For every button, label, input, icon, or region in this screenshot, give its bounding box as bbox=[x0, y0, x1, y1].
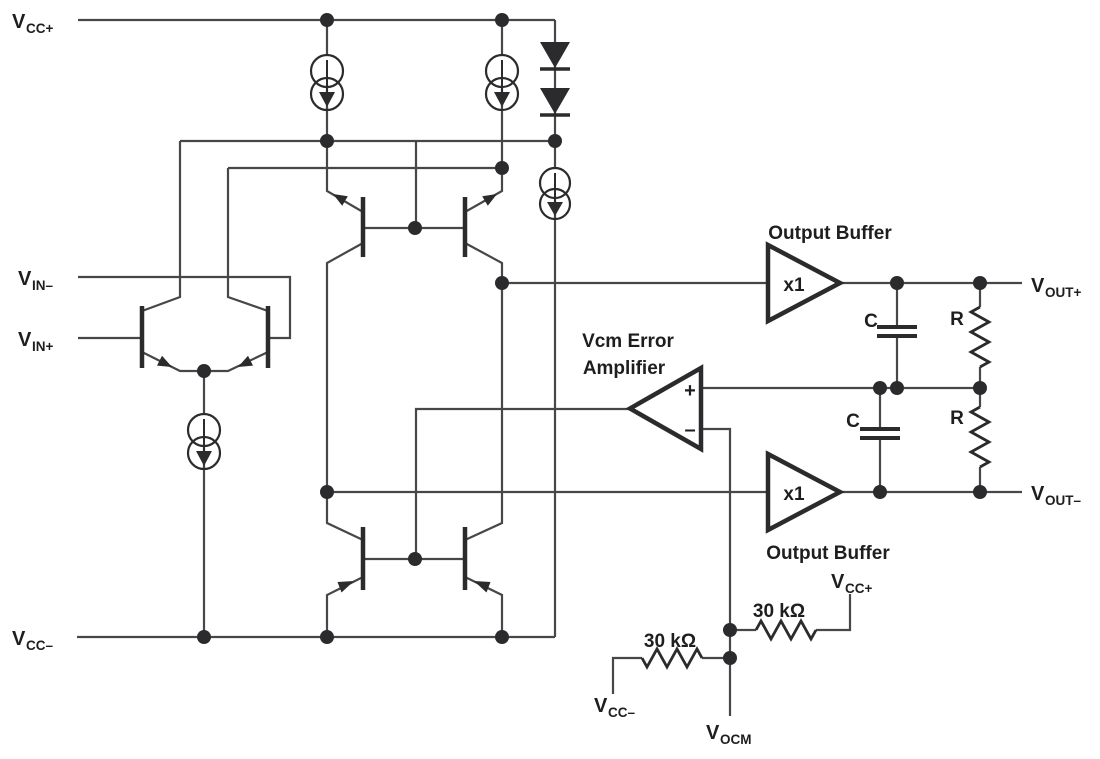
right-gain-column bbox=[464, 242, 504, 541]
r30k-left-zigzag bbox=[640, 646, 704, 670]
vin-minus-sub: IN– bbox=[32, 278, 54, 293]
emitter-arrow bbox=[238, 355, 253, 367]
capacitors bbox=[860, 325, 917, 440]
res-top-zigzag bbox=[968, 305, 992, 369]
current-source-4 bbox=[186, 412, 222, 471]
vin-plus-sub: IN+ bbox=[32, 339, 54, 354]
resistors bbox=[640, 305, 992, 670]
left-gain-column bbox=[325, 242, 364, 541]
vcm-plus-input-label: + bbox=[684, 380, 696, 402]
transistor-top-left bbox=[333, 194, 366, 257]
output-buffer-bottom-label: Output Buffer bbox=[766, 543, 890, 564]
vout-plus-sub: OUT+ bbox=[1045, 285, 1081, 300]
transistor-input-left bbox=[139, 306, 172, 368]
diode-1 bbox=[540, 42, 570, 71]
diodes bbox=[540, 42, 570, 117]
vin-minus-wire bbox=[78, 275, 292, 340]
vocm-column bbox=[701, 427, 732, 716]
output-buffer-top-label: Output Buffer bbox=[768, 223, 892, 244]
q3-collector bbox=[141, 141, 182, 313]
res-bottom-label: R bbox=[950, 408, 964, 429]
vcc-minus-left-sub: CC– bbox=[26, 638, 53, 653]
labels: V CC+ V CC– V IN– V IN+ V OUT+ V OUT– V … bbox=[12, 11, 1081, 747]
res-bottom-zigzag bbox=[968, 405, 992, 469]
current-source-1 bbox=[309, 53, 345, 112]
vcm-error-amp-triangle bbox=[625, 364, 704, 453]
buffer-gain-top-label: x1 bbox=[783, 275, 805, 296]
transistors bbox=[139, 194, 497, 593]
vcm-minus-input-label: – bbox=[684, 419, 695, 441]
cap-bottom-label: C bbox=[846, 411, 860, 432]
vcc-minus-ref-label: V bbox=[594, 695, 608, 717]
transistor-input-right bbox=[238, 306, 271, 368]
transistor-bottom-left bbox=[337, 527, 366, 593]
output-buffer-top-triangle bbox=[765, 241, 845, 325]
cap-top-label: C bbox=[864, 311, 878, 332]
current-sources bbox=[186, 53, 572, 471]
emitter-arrow bbox=[337, 581, 354, 593]
vcm-amp-label-line2: Amplifier bbox=[583, 358, 666, 379]
transistor-top-right bbox=[462, 194, 497, 257]
resistor-30k-right-label: 30 kΩ bbox=[753, 601, 805, 622]
resistor-30k-left-label: 30 kΩ bbox=[644, 631, 696, 652]
q4-collector bbox=[226, 168, 269, 313]
q4-emitter bbox=[204, 351, 269, 373]
wires bbox=[77, 18, 1022, 716]
cap-top-plates bbox=[877, 325, 917, 338]
vout-plus-label: V bbox=[1031, 275, 1045, 297]
current-source-2 bbox=[484, 53, 520, 112]
q2-emitter bbox=[464, 168, 504, 213]
res-top-label: R bbox=[950, 309, 964, 330]
vcc-plus-ref-label: V bbox=[831, 571, 845, 593]
emitter-arrow bbox=[474, 581, 491, 593]
vcc-minus-ref-sub: CC– bbox=[608, 705, 635, 720]
vin-minus-label: V bbox=[18, 268, 32, 290]
buffer-gain-bottom-label: x1 bbox=[783, 484, 805, 505]
vocm-sub: OCM bbox=[720, 732, 752, 747]
vcm-output-wire bbox=[414, 407, 630, 559]
vout-minus-label: V bbox=[1031, 483, 1045, 505]
q1-emitter bbox=[325, 141, 364, 213]
r30k-right-zigzag bbox=[754, 618, 818, 642]
current-source-3 bbox=[538, 166, 572, 221]
amplifiers bbox=[625, 241, 845, 534]
diode-2 bbox=[540, 88, 570, 117]
emitter-arrow bbox=[333, 194, 348, 206]
cap-bottom-plates bbox=[860, 427, 900, 440]
transistor-bottom-right bbox=[462, 527, 491, 593]
junction-dots bbox=[197, 13, 987, 665]
q3-emitter bbox=[141, 351, 204, 373]
emitter-arrow bbox=[482, 194, 497, 206]
vocm-label: V bbox=[706, 722, 720, 744]
vcm-amp-label-line1: Vcm Error bbox=[582, 331, 674, 352]
vout-minus-sub: OUT– bbox=[1045, 493, 1081, 508]
vcc-plus-top-sub: CC+ bbox=[26, 21, 53, 36]
output-buffer-bottom-triangle bbox=[765, 450, 845, 534]
vin-plus-label: V bbox=[18, 329, 32, 351]
vcc-minus-left-label: V bbox=[12, 628, 26, 650]
vcc-plus-ref-sub: CC+ bbox=[845, 581, 872, 596]
r30k-left-run bbox=[611, 656, 730, 694]
vcc-plus-top-label: V bbox=[12, 11, 26, 33]
emitter-arrow bbox=[157, 355, 172, 367]
